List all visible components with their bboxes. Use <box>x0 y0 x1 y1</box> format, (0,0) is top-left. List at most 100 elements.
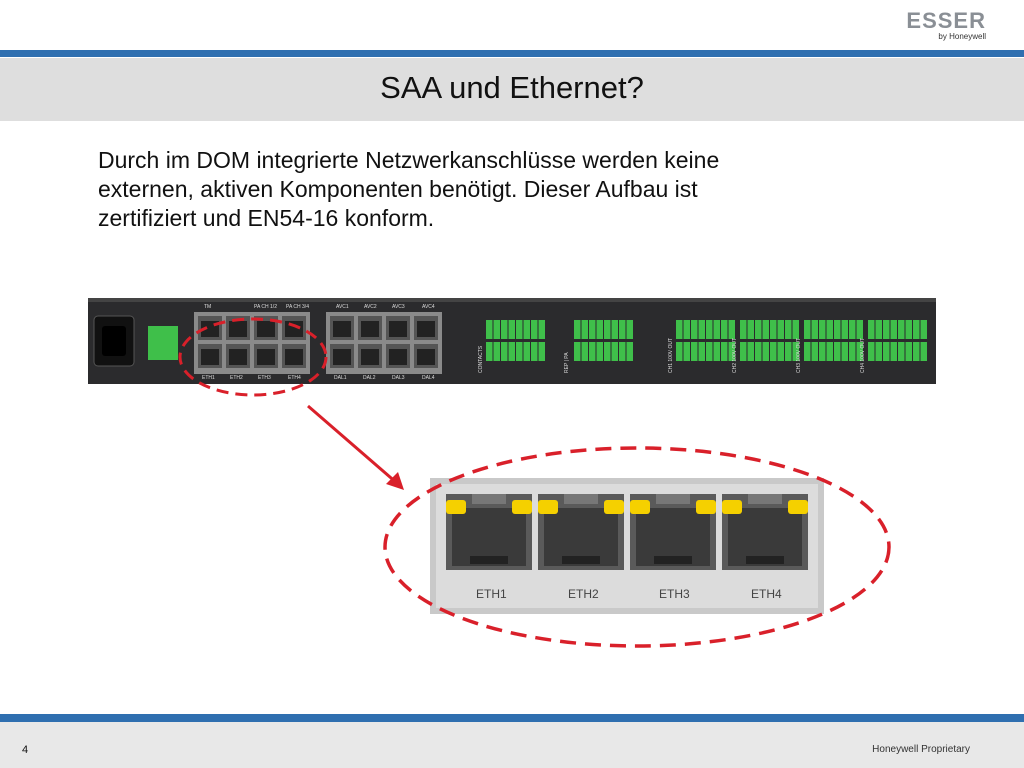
terminal-pin <box>883 342 890 361</box>
terminal-pin <box>920 320 927 339</box>
terminal-pin <box>683 342 690 361</box>
terminal-pin <box>728 342 735 361</box>
terminal-pin <box>856 320 863 339</box>
terminal-pin <box>589 342 596 361</box>
terminal-pin <box>604 320 611 339</box>
terminal-pin <box>792 320 799 339</box>
terminal-pin <box>770 342 777 361</box>
terminal-pin <box>740 342 747 361</box>
zoom-port-clip <box>564 494 598 504</box>
terminal-pin <box>721 342 728 361</box>
terminal-pin <box>486 320 493 339</box>
terminal-pin <box>890 342 897 361</box>
label-eth2: ETH2 <box>230 375 243 381</box>
terminal-pin <box>516 342 523 361</box>
avc-port-socket <box>389 349 407 365</box>
zoom-label-eth3: ETH3 <box>659 587 690 601</box>
zoom-port-contacts <box>470 556 508 564</box>
terminal-pin <box>762 320 769 339</box>
terminal-pin <box>898 320 905 339</box>
zoom-port-led-left <box>630 500 650 514</box>
label-eth3: ETH3 <box>258 375 271 381</box>
terminal-pin <box>868 320 875 339</box>
terminal-pin <box>849 320 856 339</box>
terminal-pin <box>811 342 818 361</box>
label-avc2: AVC2 <box>364 304 377 310</box>
zoom-port-led-right <box>788 500 808 514</box>
terminal-pin <box>785 342 792 361</box>
terminal-pin <box>785 320 792 339</box>
zoom-label-eth2: ETH2 <box>568 587 599 601</box>
zoom-port-clip <box>656 494 690 504</box>
terminal-pin <box>913 342 920 361</box>
logo-brand: ESSER <box>906 8 986 33</box>
zoom-port-contacts <box>746 556 784 564</box>
terminal-pin <box>531 320 538 339</box>
slide-title: SAA und Ethernet? <box>380 70 644 105</box>
terminal-pin <box>619 342 626 361</box>
terminal-pin <box>777 320 784 339</box>
terminal-pin <box>747 320 754 339</box>
terminal-pin <box>508 320 515 339</box>
label-pa12: PA CH 1/2 <box>254 304 277 310</box>
terminal-pin <box>804 342 811 361</box>
terminal-pin <box>875 320 882 339</box>
dom-device-rear-panel: TM PA CH 1/2 PA CH 3/4 AVC1 AVC2 AVC3 AV… <box>88 298 936 384</box>
terminal-pin <box>834 342 841 361</box>
terminal-pin <box>792 342 799 361</box>
terminal-pin <box>581 342 588 361</box>
terminal-pin <box>538 342 545 361</box>
zoom-port-clip <box>472 494 506 504</box>
power-terminal <box>148 326 178 360</box>
terminal-pin <box>920 342 927 361</box>
terminal-pin <box>589 320 596 339</box>
zoom-label-eth1: ETH1 <box>476 587 507 601</box>
terminal-pin <box>706 320 713 339</box>
terminal-pin <box>523 320 530 339</box>
zoom-port-contacts <box>562 556 600 564</box>
terminal-pin <box>755 342 762 361</box>
terminal-pin <box>619 320 626 339</box>
terminal-pin <box>691 320 698 339</box>
terminal-pin <box>740 320 747 339</box>
terminal-pin <box>706 342 713 361</box>
label-eth4: ETH4 <box>288 375 301 381</box>
terminal-pin <box>604 342 611 361</box>
label-dal4: DAL4 <box>422 375 435 381</box>
avc-port-socket <box>389 321 407 337</box>
terminal-pin <box>826 320 833 339</box>
zoom-label-eth4: ETH4 <box>751 587 782 601</box>
terminal-pin <box>538 320 545 339</box>
label-eth1: ETH1 <box>202 375 215 381</box>
terminal-pin <box>777 342 784 361</box>
esser-logo: ESSER by Honeywell <box>906 10 986 42</box>
label-avc4: AVC4 <box>422 304 435 310</box>
terminal-pin <box>596 342 603 361</box>
logo-sub: by Honeywell <box>938 32 986 41</box>
eth-ports-zoom: ETH1 ETH2 ETH3 ETH4 <box>430 478 824 614</box>
terminal-pin <box>683 320 690 339</box>
avc-port-socket <box>417 349 435 365</box>
terminal-pin <box>596 320 603 339</box>
terminal-pin <box>905 320 912 339</box>
label-avc3: AVC3 <box>392 304 405 310</box>
terminal-pin <box>819 320 826 339</box>
title-band: SAA und Ethernet? <box>0 58 1024 121</box>
label-ch1: CH1 100V OUT <box>668 338 674 373</box>
label-tm: TM <box>204 304 211 310</box>
avc-port-socket <box>333 349 351 365</box>
terminal-pin <box>905 342 912 361</box>
zoom-port-contacts <box>654 556 692 564</box>
terminal-pin <box>747 342 754 361</box>
body-line-2: externen, aktiven Komponenten benötigt. … <box>98 176 698 202</box>
terminal-blocks <box>486 320 927 361</box>
terminal-pin <box>875 342 882 361</box>
terminal-pin <box>581 320 588 339</box>
terminal-pin <box>849 342 856 361</box>
eth-dal-port-socket <box>229 321 247 337</box>
terminal-pin <box>762 342 769 361</box>
terminal-pin <box>493 342 500 361</box>
label-pa34: PA CH 3/4 <box>286 304 309 310</box>
terminal-pin <box>890 320 897 339</box>
terminal-pin <box>913 320 920 339</box>
